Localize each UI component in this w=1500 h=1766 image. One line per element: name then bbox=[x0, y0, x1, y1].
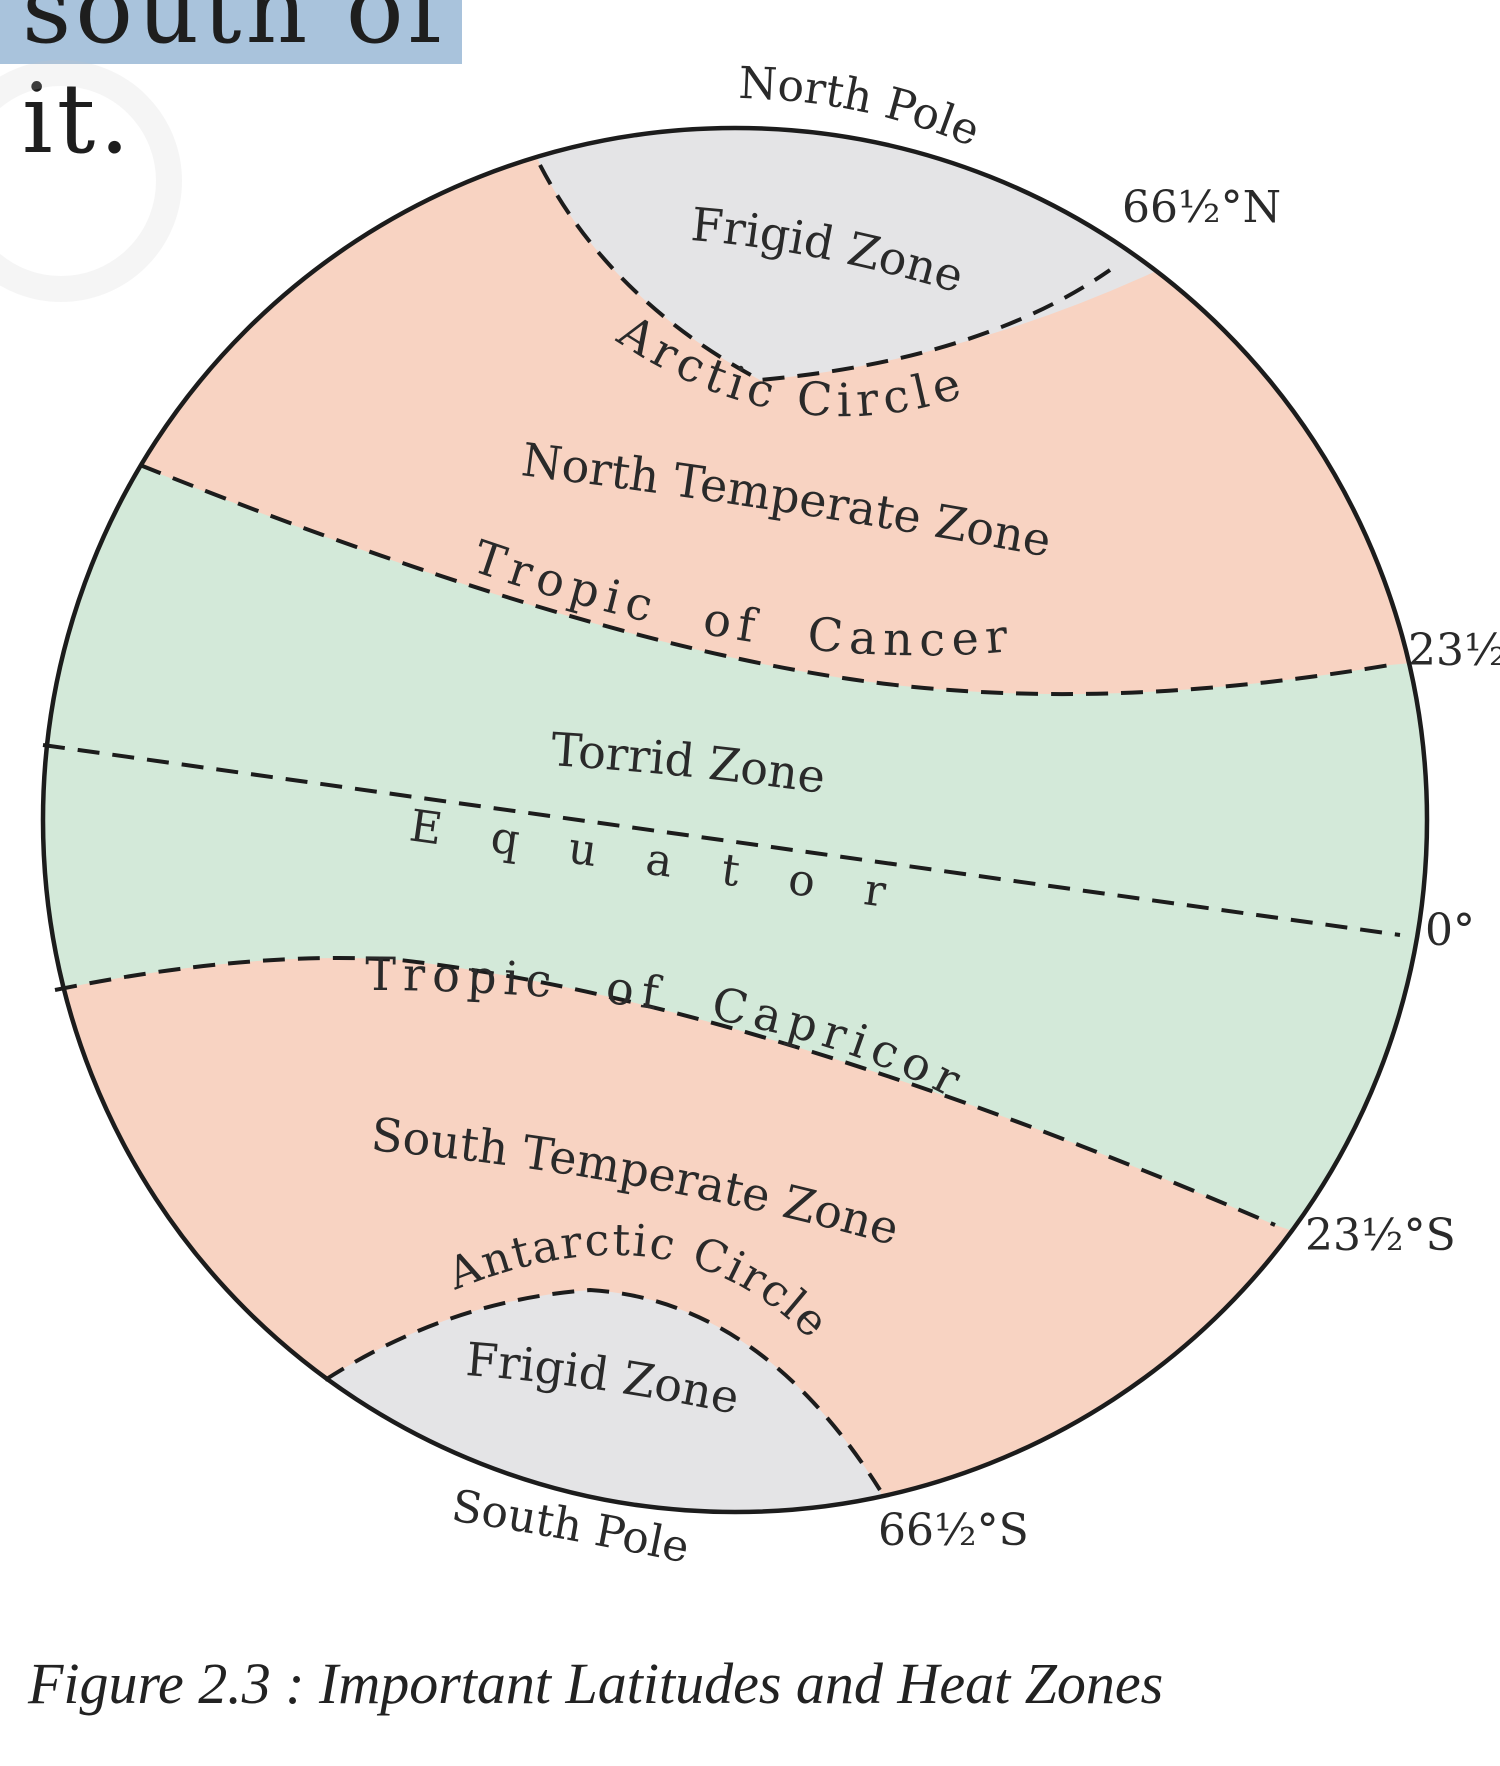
tropic-of-cancer-line bbox=[139, 463, 1391, 697]
latitude-lines bbox=[42, 164, 1401, 1492]
context-text-fragment: south of it. bbox=[0, 0, 462, 174]
lat-66s-label: 66½°S bbox=[878, 1505, 1029, 1556]
antarctic-circle-line bbox=[323, 1287, 882, 1492]
tropic-of-capricorn-line bbox=[54, 956, 1276, 1227]
figure-caption: Figure 2.3 : Important Latitudes and Hea… bbox=[28, 1651, 1164, 1716]
lat-66n-label: 66½°N bbox=[1122, 182, 1281, 233]
lat-23n-label: 23½ bbox=[1408, 625, 1500, 676]
north-frigid-zone-area bbox=[480, 128, 1427, 380]
lat-23s-label: 23½°S bbox=[1305, 1210, 1456, 1261]
lat-0-label: 0° bbox=[1425, 905, 1475, 956]
equator-line bbox=[42, 743, 1401, 937]
globe-outline bbox=[40, 125, 1430, 1515]
